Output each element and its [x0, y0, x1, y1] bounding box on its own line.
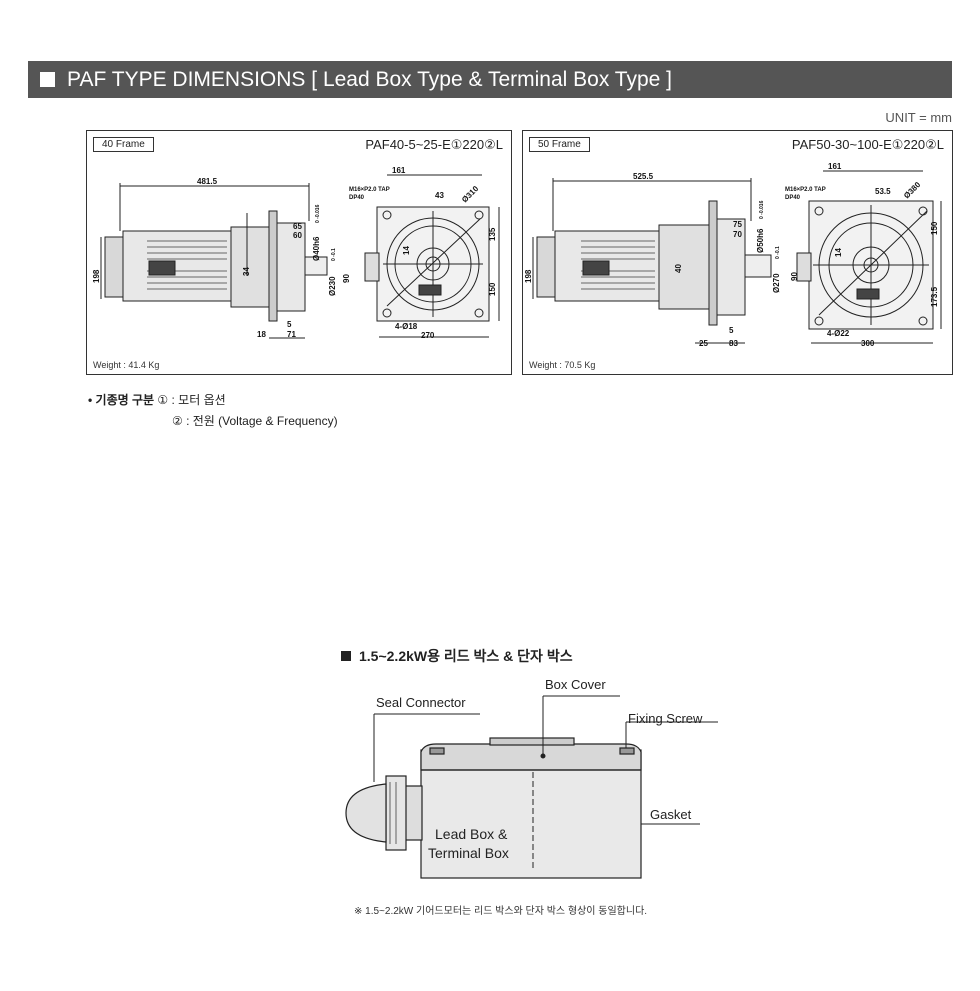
- frame50-model: PAF50-30~100-E①220②L: [791, 137, 944, 152]
- section-title: PAF TYPE DIMENSIONS [ Lead Box Type & Te…: [67, 68, 672, 91]
- frame40-dim-overall: 481.5: [197, 177, 218, 186]
- frame50-dim-pilot-tol: 0 -0.1: [775, 246, 781, 259]
- frame40-dim-phi310: Ø310: [460, 184, 481, 205]
- frame50-dim-holes: 4-Ø22: [827, 329, 850, 338]
- frame50-dim-tap: M16×P2.0 TAP: [785, 187, 826, 193]
- section-header: PAF TYPE DIMENSIONS [ Lead Box Type & Te…: [28, 61, 952, 98]
- frame40-dim-90: 90: [342, 274, 351, 283]
- frame40-dim-135: 135: [488, 227, 497, 241]
- gasket-label: Gasket: [650, 807, 692, 822]
- frame40-dim-270: 270: [421, 331, 435, 340]
- frame50-dim-83: 83: [729, 339, 738, 348]
- frame50-dim-5: 5: [729, 326, 734, 335]
- frame50-dim-overall: 525.5: [633, 172, 654, 181]
- unit-label: UNIT = mm: [885, 110, 952, 125]
- leadbox-title: 1.5~2.2kW용 리드 박스 & 단자 박스: [341, 646, 573, 666]
- frame40-dim-161: 161: [392, 166, 406, 175]
- frame50-dim-198: 198: [524, 269, 533, 283]
- frame40-dim-198: 198: [92, 269, 101, 283]
- frame50-dim-phi380: Ø380: [902, 180, 923, 201]
- frame40-drawing: 481.5 161 43 Ø310 M16×P2.0 TAP DP40 65 6…: [92, 166, 500, 340]
- frame40-model: PAF40-5~25-E①220②L: [365, 137, 503, 152]
- frame40-dim-60: 60: [293, 231, 302, 240]
- frame40-dim-18: 18: [257, 330, 266, 339]
- frame50-dim-shaft: Ø50h6: [756, 228, 765, 253]
- frame40-dim-shaft-tol: 0 -0.016: [315, 204, 321, 223]
- frame50-dim-75: 75: [733, 220, 742, 229]
- frame40-dim-dp: DP40: [349, 195, 365, 201]
- frame40-dim-150: 150: [488, 282, 497, 296]
- frame50-dim-70: 70: [733, 230, 742, 239]
- frame40-dim-pilot: Ø230: [328, 276, 337, 296]
- frame50-dim-14: 14: [834, 248, 843, 257]
- frame50-panel: 525.5 161 53.5 Ø380 M16×P2.0 TAP DP40 75…: [522, 130, 953, 375]
- square-bullet-icon: [341, 651, 351, 661]
- legend-item-2: ② : 전원 (Voltage & Frequency): [172, 414, 338, 428]
- frame40-dim-14: 14: [402, 246, 411, 255]
- frame50-dim-pilot: Ø270: [772, 273, 781, 293]
- frame40-dim-71: 71: [287, 330, 296, 339]
- square-bullet-icon: [40, 72, 55, 87]
- legend-title: • 기종명 구분: [88, 393, 155, 407]
- frame40-dim-34: 34: [242, 267, 251, 276]
- frame40-panel: 481.5 161 43 Ø310 M16×P2.0 TAP DP40 65 6…: [86, 130, 512, 375]
- frame50-dim-90: 90: [790, 272, 799, 281]
- frame40-weight: Weight : 41.4 Kg: [93, 360, 160, 370]
- frame50-dim-25: 25: [699, 339, 708, 348]
- frame40-dim-43: 43: [435, 191, 444, 200]
- frame40-dim-tap: M16×P2.0 TAP: [349, 187, 390, 193]
- leadbox-center-label-1: Lead Box &: [435, 826, 508, 842]
- frame40-dim-pilot-tol: 0 -0.1: [331, 248, 337, 261]
- frame50-weight: Weight : 70.5 Kg: [529, 360, 596, 370]
- frame50-dim-161: 161: [828, 162, 842, 171]
- frame40-dim-65: 65: [293, 222, 302, 231]
- model-code-legend: • 기종명 구분 ① : 모터 옵션 ② : 전원 (Voltage & Fre…: [88, 390, 338, 432]
- seal-connector-label: Seal Connector: [376, 695, 466, 710]
- frame50-drawing: 525.5 161 53.5 Ø380 M16×P2.0 TAP DP40 75…: [524, 162, 942, 348]
- frame50-dim-shaft-tol: 0 -0.016: [759, 200, 765, 219]
- leadbox-drawing: [345, 695, 718, 879]
- frame40-tag: 40 Frame: [93, 137, 154, 152]
- frame50-tag: 50 Frame: [529, 137, 590, 152]
- frame50-dim-150: 150: [930, 221, 939, 235]
- frame50-dim-dp: DP40: [785, 195, 801, 201]
- leadbox-center-label-2: Terminal Box: [428, 845, 509, 861]
- frame50-dim-173: 173.5: [930, 286, 939, 307]
- box-cover-label: Box Cover: [545, 677, 606, 692]
- leadbox-note: ※ 1.5~2.2kW 기어드모터는 리드 박스와 단자 박스 형상이 동일합니…: [354, 906, 648, 917]
- frame40-dim-holes: 4-Ø18: [395, 322, 418, 331]
- frame50-dim-40: 40: [674, 264, 683, 273]
- frame40-dim-shaft: Ø40h6: [312, 236, 321, 261]
- legend-item-1: ① : 모터 옵션: [157, 393, 226, 407]
- frame50-dim-53: 53.5: [875, 187, 891, 196]
- frame50-dim-300: 300: [861, 339, 875, 348]
- fixing-screw-label: Fixing Screw: [628, 711, 703, 726]
- frame40-dim-5: 5: [287, 320, 292, 329]
